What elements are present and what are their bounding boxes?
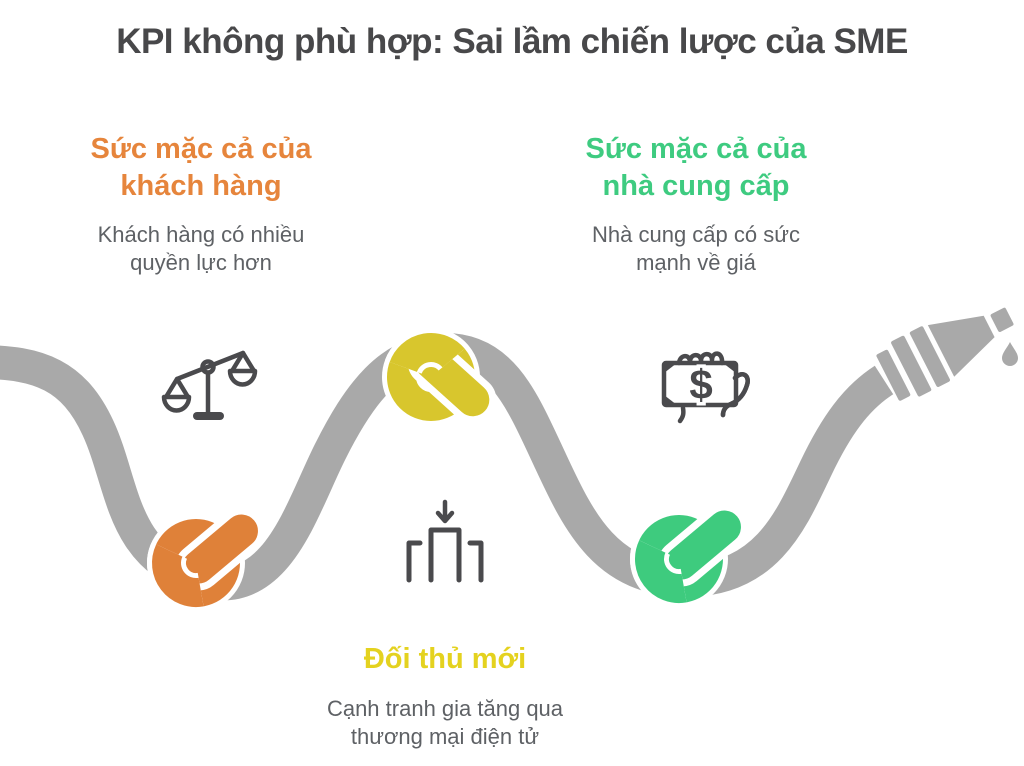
money-in-hand-icon: $ [661,351,750,424]
section-buyer-power: Sức mặc cả của khách hàng Khách hàng có … [56,131,346,277]
buyer-power-desc-line1: Khách hàng có nhiều [97,222,305,247]
balance-scale-icon [161,350,258,420]
knot-yellow [382,328,497,426]
supplier-power-heading-line2: nhà cung cấp [602,170,790,202]
page-title: KPI không phù hợp: Sai lầm chiến lược củ… [116,22,908,61]
hose-nozzle-icon [876,307,1014,401]
buyer-power-heading-line2: khách hàng [120,170,282,202]
new-entrants-desc-line1: Cạnh tranh gia tăng qua [326,696,564,721]
supplier-power-desc-line2: mạnh về giá [636,250,756,275]
supplier-power-desc-line1: Nhà cung cấp có sức [592,222,800,247]
section-new-entrants: Đối thủ mới Cạnh tranh gia tăng qua thươ… [295,641,595,751]
section-supplier-power: Sức mặc cả của nhà cung cấp Nhà cung cấp… [551,131,841,277]
new-entrants-heading: Đối thủ mới [363,643,527,675]
buyer-power-desc-line2: quyền lực hơn [130,250,272,275]
market-entry-icon [406,499,484,583]
knot-green [630,503,748,609]
droplet-icon [1002,342,1018,366]
dollar-sign: $ [689,361,712,408]
new-entrants-desc-line2: thương mại điện tử [350,724,540,749]
buyer-power-heading-line1: Sức mặc cả của [90,133,312,165]
knot-orange [147,507,265,613]
supplier-power-heading-line1: Sức mặc cả của [585,133,807,165]
